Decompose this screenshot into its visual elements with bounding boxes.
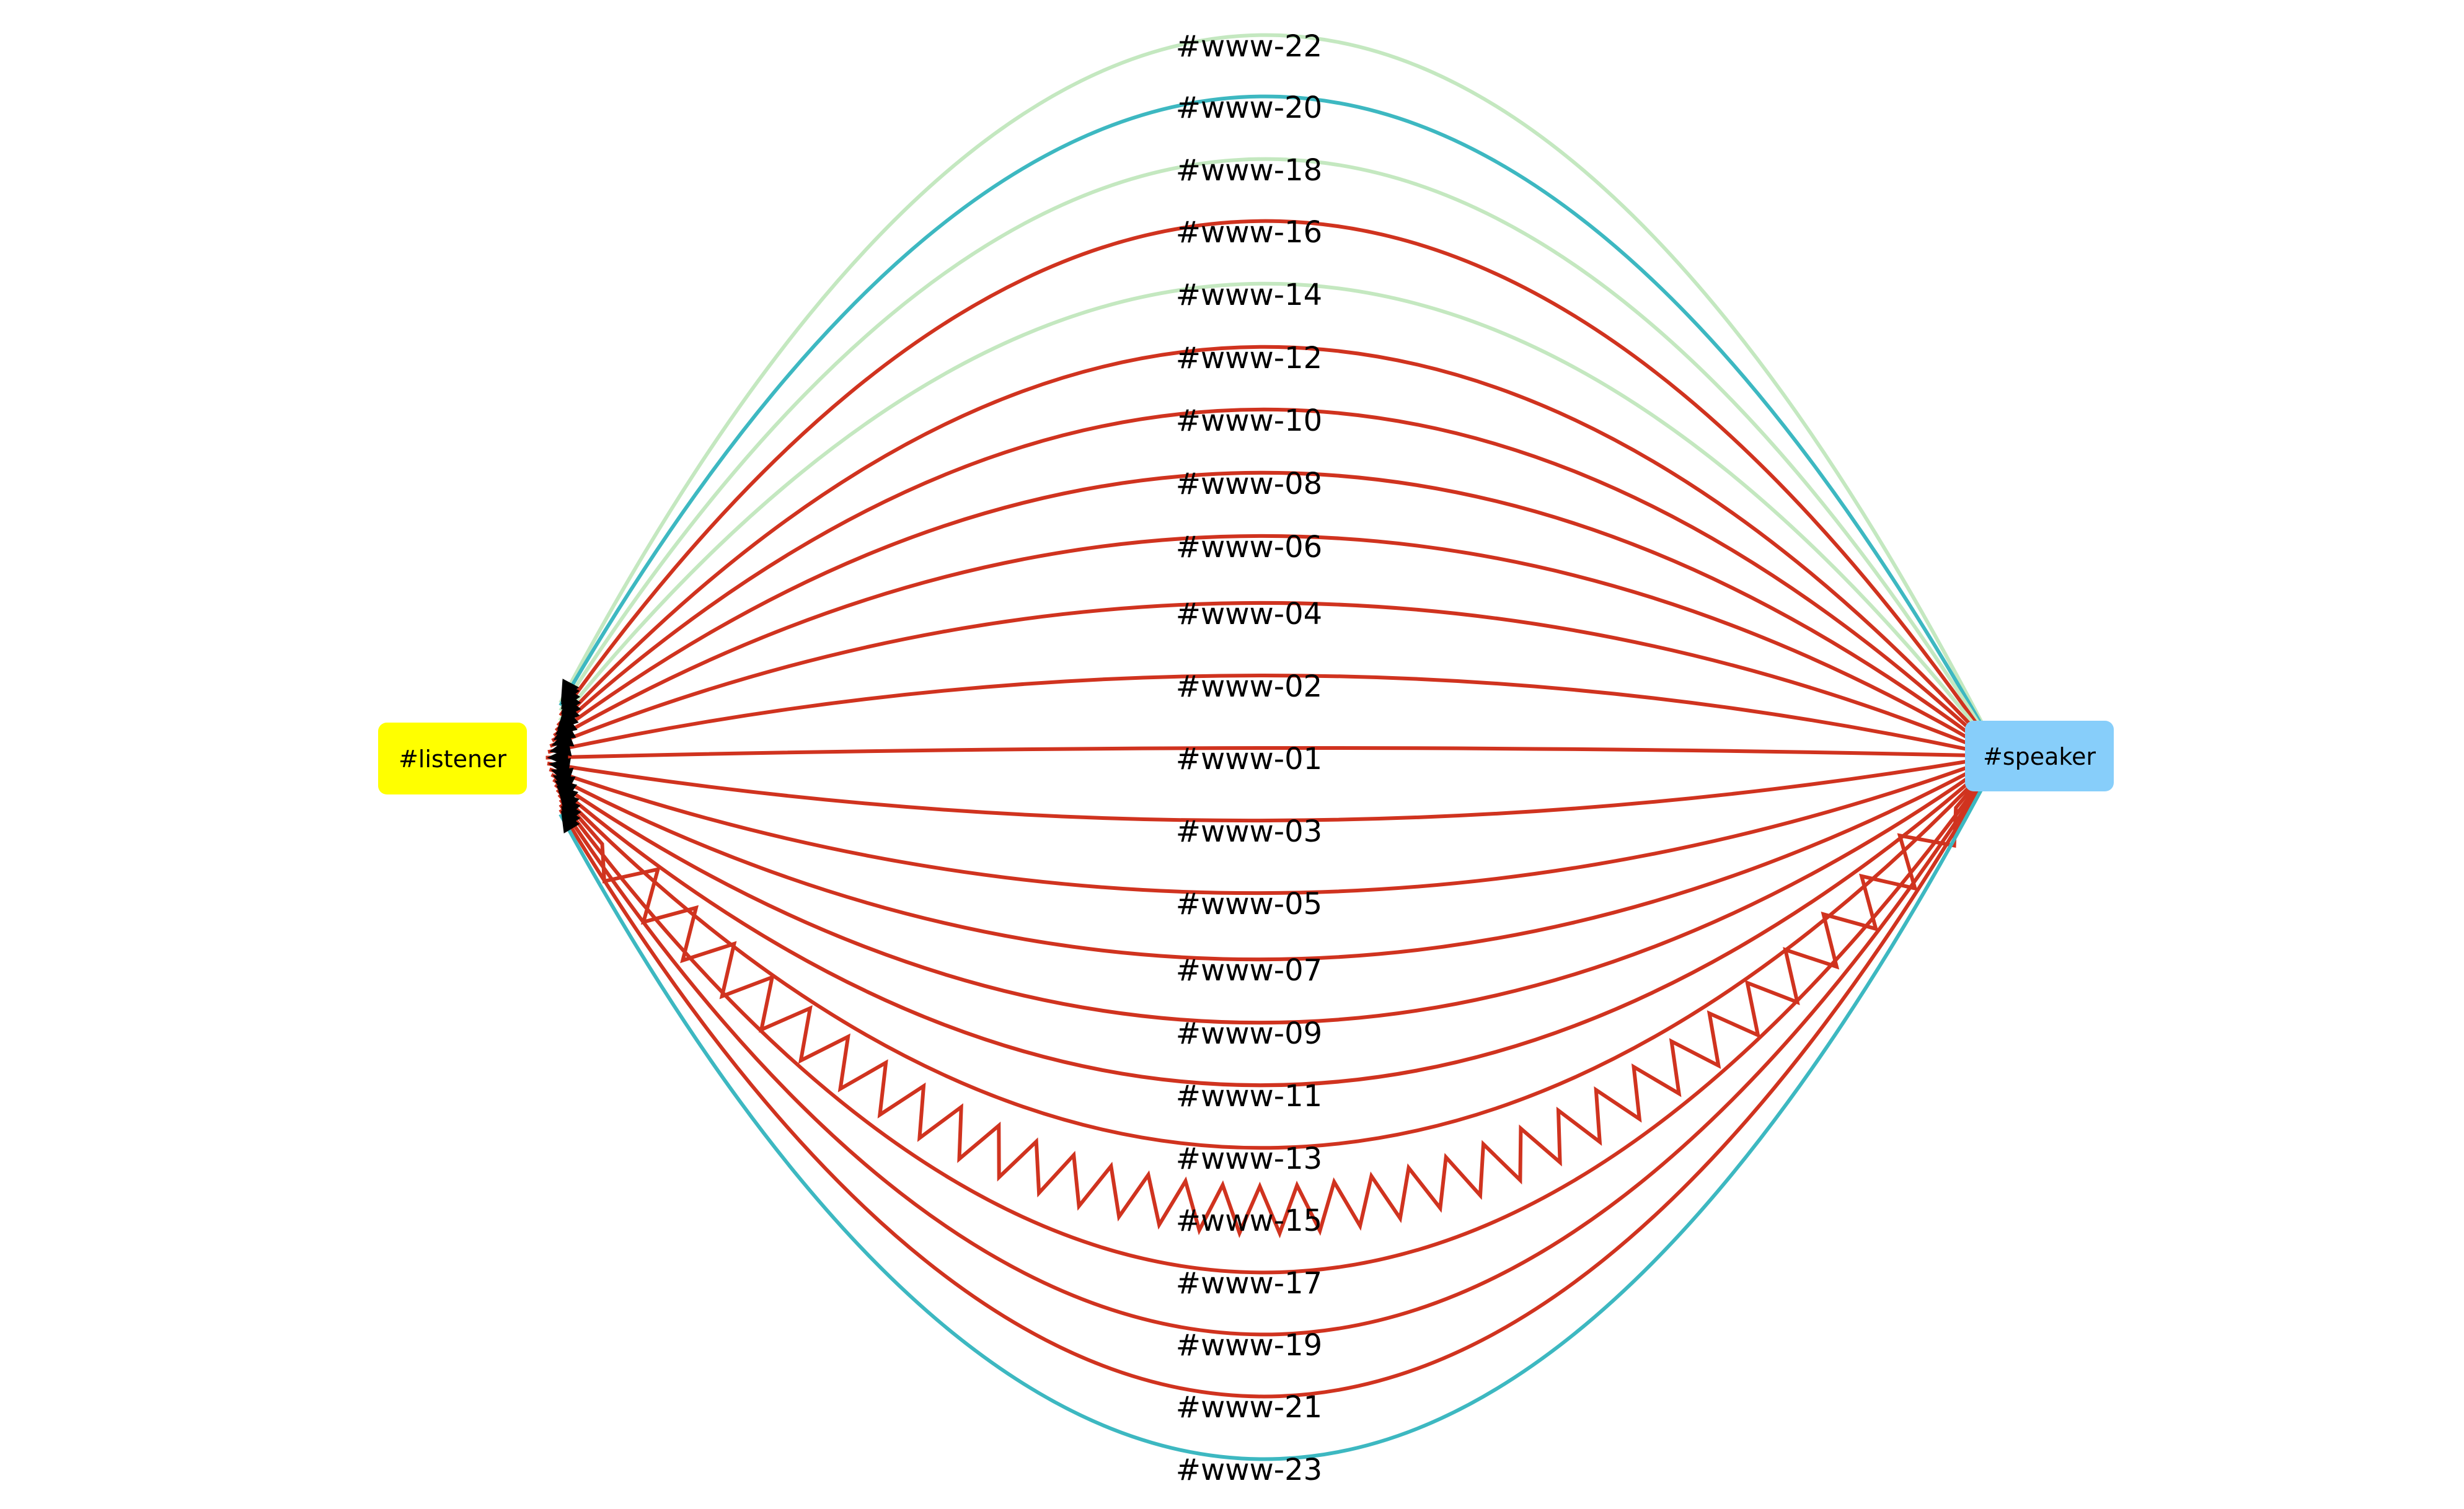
- edge-www-11[interactable]: [554, 754, 2000, 1088]
- edge-www-17[interactable]: [559, 755, 2001, 1275]
- edge-www-07[interactable]: [550, 754, 2000, 962]
- edge-www-09[interactable]: [552, 754, 2000, 1025]
- edge-www-03[interactable]: [547, 754, 2000, 823]
- edge-label-www-11: #www-11: [1176, 1079, 1322, 1114]
- edge-www-04[interactable]: [549, 601, 2000, 758]
- edge-www-18[interactable]: [559, 157, 2001, 757]
- edge-www-02[interactable]: [547, 673, 2000, 758]
- edge-label-www-10: #www-10: [1176, 403, 1322, 438]
- edge-www-23[interactable]: [559, 755, 2001, 1461]
- edge-label-www-07: #www-07: [1176, 953, 1322, 988]
- listener-node-box[interactable]: [378, 723, 527, 794]
- edge-www-08[interactable]: [553, 470, 2000, 758]
- edge-label-www-22: #www-22: [1176, 29, 1322, 64]
- listener-node-label: #listener: [399, 746, 506, 773]
- arrowhead-www-21: [561, 811, 580, 834]
- edge-www-13[interactable]: [555, 754, 2001, 1150]
- arrowhead-www-06: [553, 721, 576, 741]
- edges-layer: [545, 33, 2001, 1461]
- edge-www-19[interactable]: [559, 755, 2001, 1337]
- edge-label-www-16: #www-16: [1176, 215, 1322, 250]
- listener-node[interactable]: #listener: [378, 723, 527, 794]
- edge-www-20[interactable]: [559, 94, 2001, 757]
- edge-www-10[interactable]: [554, 407, 2001, 758]
- edge-www-06[interactable]: [551, 534, 2000, 758]
- edge-label-www-01: #www-01: [1176, 742, 1322, 776]
- edge-www-16[interactable]: [559, 219, 2001, 757]
- edge-label-www-19: #www-19: [1176, 1328, 1322, 1363]
- edge-www-14[interactable]: [558, 281, 2001, 757]
- speaker-node-box[interactable]: [1965, 721, 2114, 791]
- edge-www-01[interactable]: [545, 746, 2000, 760]
- edge-label-www-08: #www-08: [1176, 467, 1322, 501]
- edge-label-www-13: #www-13: [1176, 1142, 1322, 1176]
- edge-label-www-17: #www-17: [1176, 1266, 1322, 1301]
- edge-label-www-09: #www-09: [1176, 1016, 1322, 1051]
- edge-www-21[interactable]: [559, 755, 2001, 1399]
- edge-label-www-21: #www-21: [1176, 1390, 1322, 1425]
- edge-labels-layer: #www-22 #www-20 #www-18 #www-16 #www-14 #www-…: [1176, 29, 1322, 1487]
- edge-label-www-12: #www-12: [1176, 341, 1322, 376]
- edge-label-www-15: #www-15: [1176, 1203, 1322, 1238]
- speaker-node-label: #speaker: [1983, 743, 2096, 770]
- edge-www-12[interactable]: [556, 345, 2001, 758]
- edge-label-www-14: #www-14: [1176, 278, 1322, 312]
- edge-label-www-18: #www-18: [1176, 153, 1322, 188]
- edge-label-www-23: #www-23: [1176, 1453, 1322, 1487]
- edge-label-www-06: #www-06: [1176, 530, 1322, 565]
- edge-label-www-20: #www-20: [1176, 90, 1322, 125]
- edge-www-22[interactable]: [559, 33, 2001, 757]
- edge-label-www-03: #www-03: [1176, 814, 1322, 849]
- edge-www-15[interactable]: [557, 755, 2001, 1239]
- edge-label-www-05: #www-05: [1176, 887, 1322, 922]
- speaker-node[interactable]: #speaker: [1965, 721, 2114, 791]
- edge-www-05[interactable]: [549, 754, 2000, 895]
- edge-label-www-02: #www-02: [1176, 669, 1322, 704]
- arrowheads-layer: [547, 679, 581, 834]
- edge-label-www-04: #www-04: [1176, 597, 1322, 631]
